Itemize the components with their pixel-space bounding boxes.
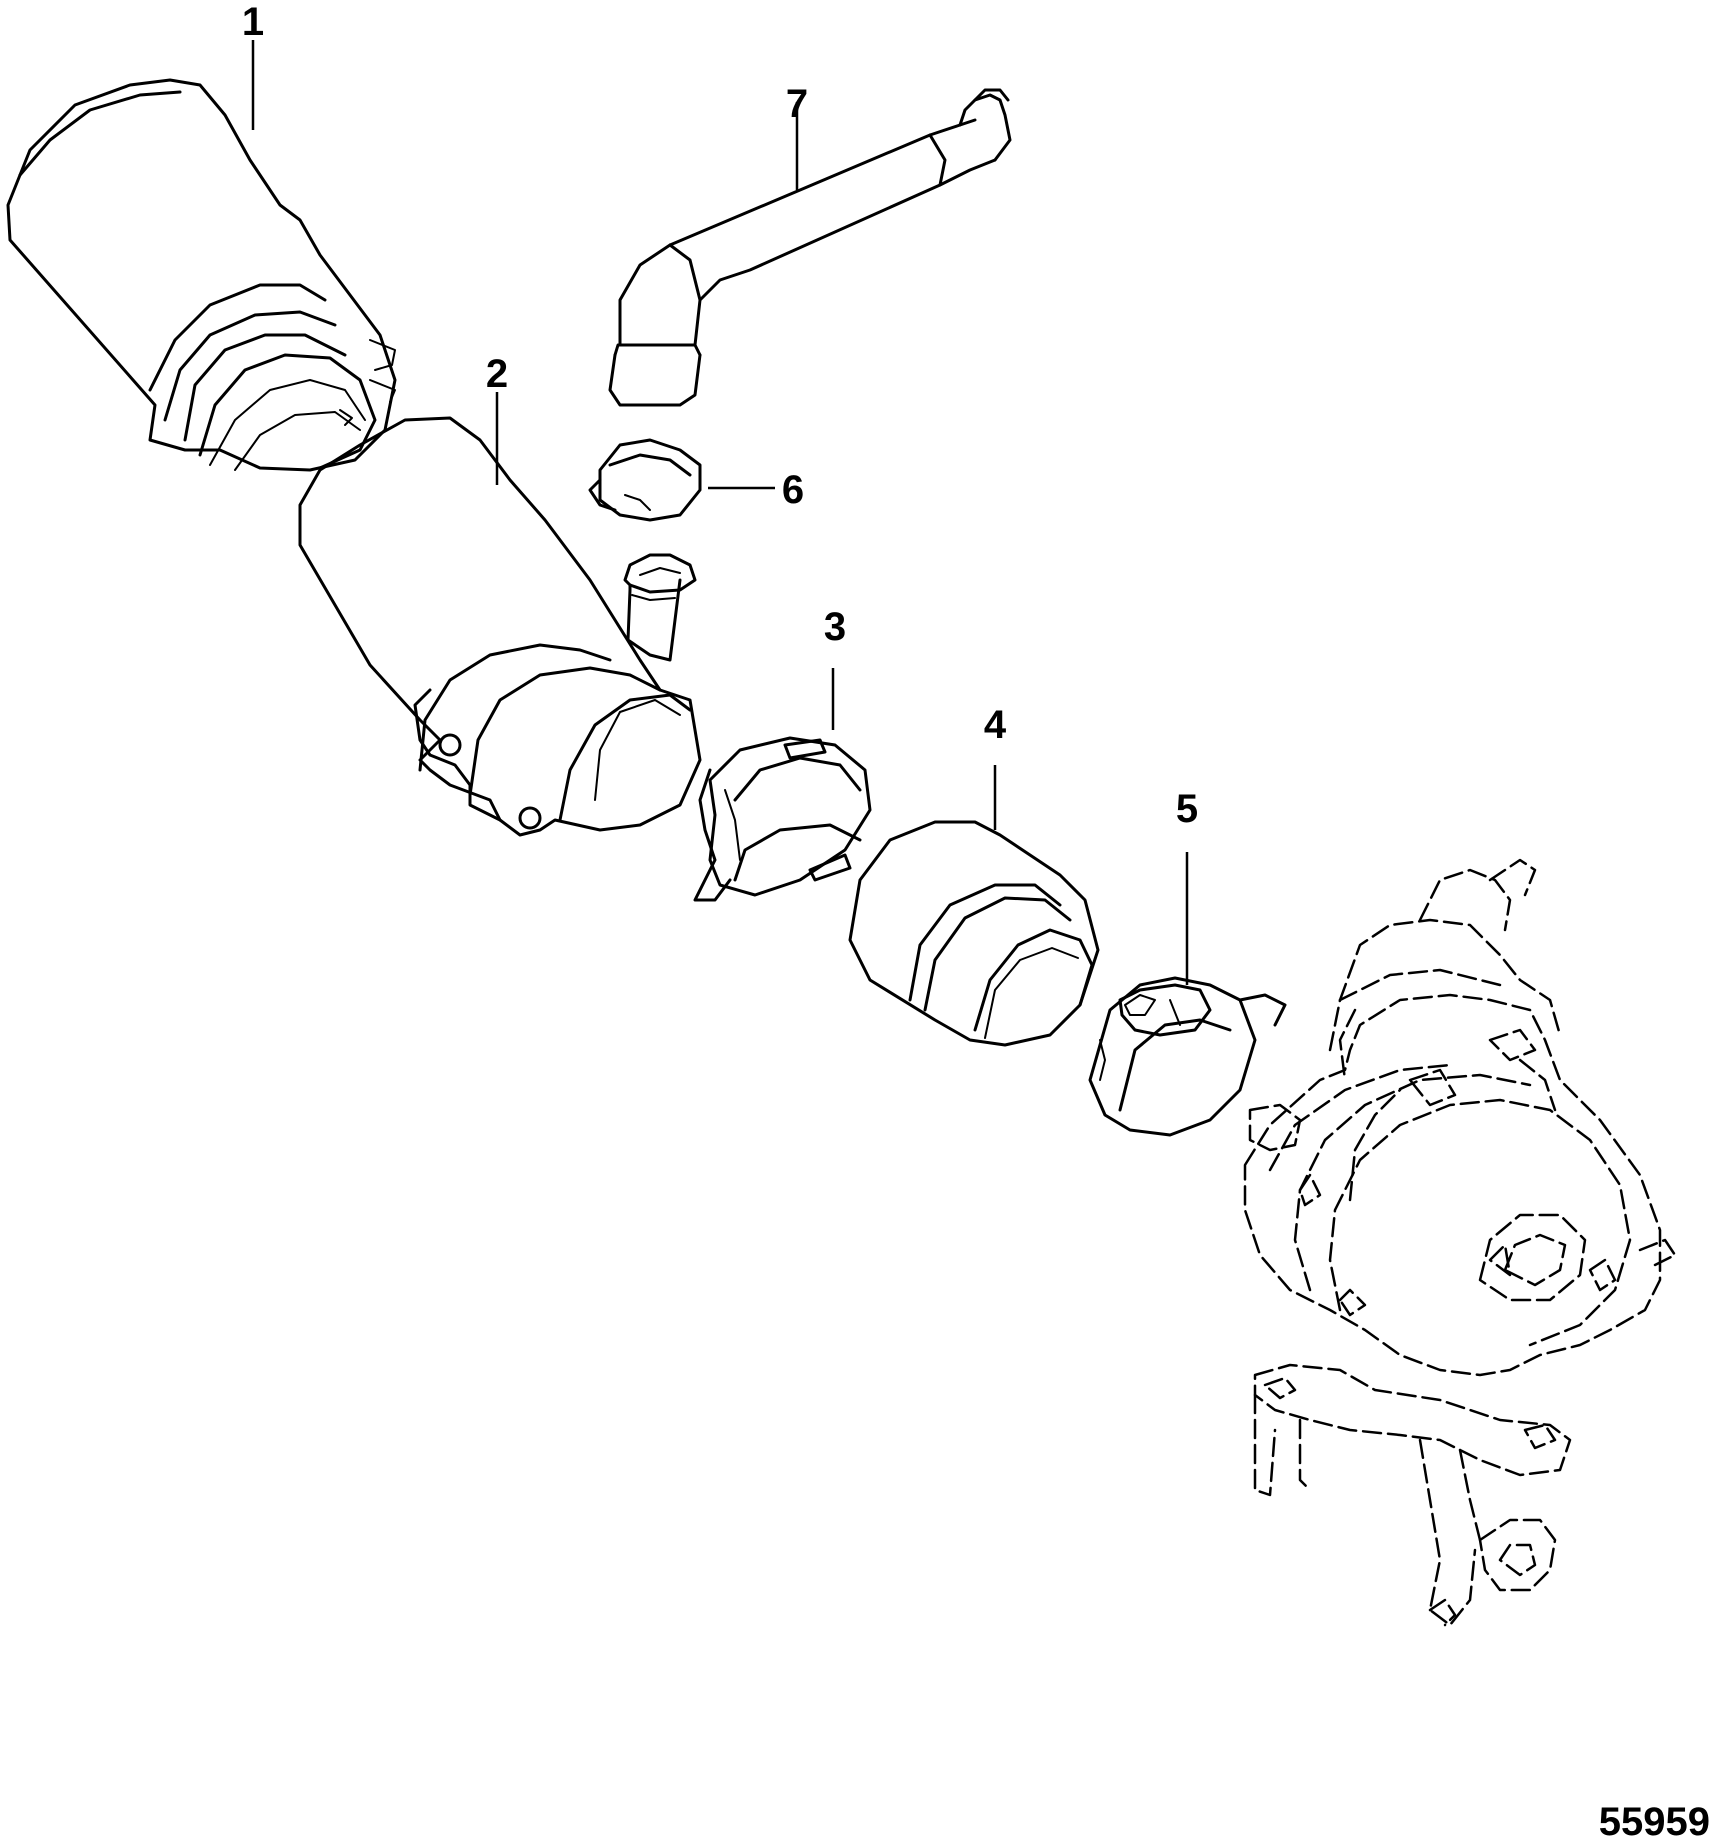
callout-5: 5 [1176,787,1198,831]
callout-1: 1 [242,0,264,44]
callout-3: 3 [824,605,846,649]
engine-phantom-view [1243,858,1677,1627]
part-2-intake-housing [298,416,702,837]
figure-number: 55959 [1599,1800,1710,1844]
part-5-small-clamp [1088,976,1287,1137]
callout-7: 7 [786,82,808,126]
callout-2: 2 [486,352,508,396]
callout-4: 4 [984,703,1007,747]
leader-lines [251,40,1189,985]
part-6-spring-clamp [588,438,702,522]
part-1-air-filter [6,78,397,472]
part-7-vent-hose [608,88,1012,407]
part-4-coupler-sleeve [848,820,1100,1047]
callout-6: 6 [782,468,804,512]
part-3-hose-clamp [693,736,872,902]
